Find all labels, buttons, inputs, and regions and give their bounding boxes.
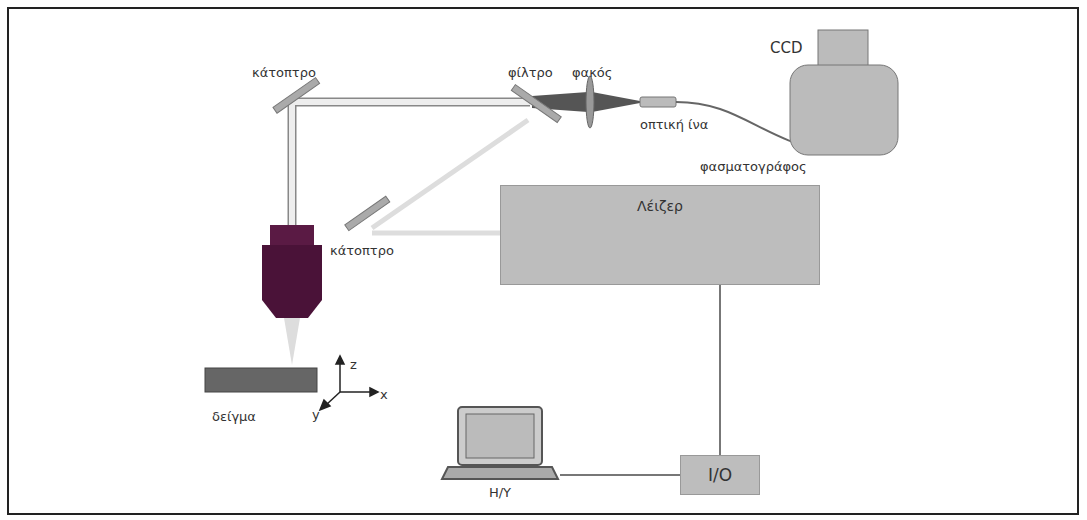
- part-label: κάτοπτρο: [252, 66, 316, 80]
- part-label: CCD: [770, 40, 803, 57]
- laser-box: Λέιζερ: [500, 185, 820, 285]
- node-label: Η/Υ: [440, 485, 560, 500]
- computer: Η/Υ: [440, 405, 560, 500]
- beam-path: [292, 102, 530, 225]
- frame: [8, 8, 1078, 514]
- filter: [511, 85, 561, 123]
- laser-beam: [372, 231, 500, 236]
- signal-beam: [592, 92, 640, 112]
- fiber-connector: [640, 97, 676, 107]
- part-label: y: [312, 408, 320, 422]
- node-label: Λέιζερ: [637, 198, 683, 214]
- lens: [586, 76, 594, 128]
- part-label: δείγμα: [212, 410, 256, 424]
- focused-beam: [284, 318, 300, 365]
- objective: [270, 225, 314, 245]
- part-label: φακός: [572, 66, 612, 80]
- objective: [262, 245, 322, 318]
- laptop-icon: [440, 405, 560, 483]
- beam-path: [292, 102, 530, 225]
- part-label: φίλτρο: [508, 66, 553, 80]
- signal-cable: [720, 285, 721, 455]
- ccd-camera: [790, 65, 898, 155]
- part-label: z: [350, 358, 357, 372]
- axes: [320, 356, 378, 410]
- node-label: I/O: [708, 465, 732, 485]
- mirror: [273, 78, 320, 114]
- part-label: φασματογράφος: [700, 160, 807, 174]
- part-label: οπτική ίνα: [640, 118, 708, 132]
- sample: [205, 368, 317, 392]
- part-label: κάτοπτρο: [330, 244, 394, 258]
- part-label: x: [380, 388, 388, 402]
- mirror: [345, 196, 390, 230]
- ccd-head: [818, 30, 868, 70]
- signal-cable: [560, 475, 680, 476]
- io-box: I/O: [680, 455, 760, 495]
